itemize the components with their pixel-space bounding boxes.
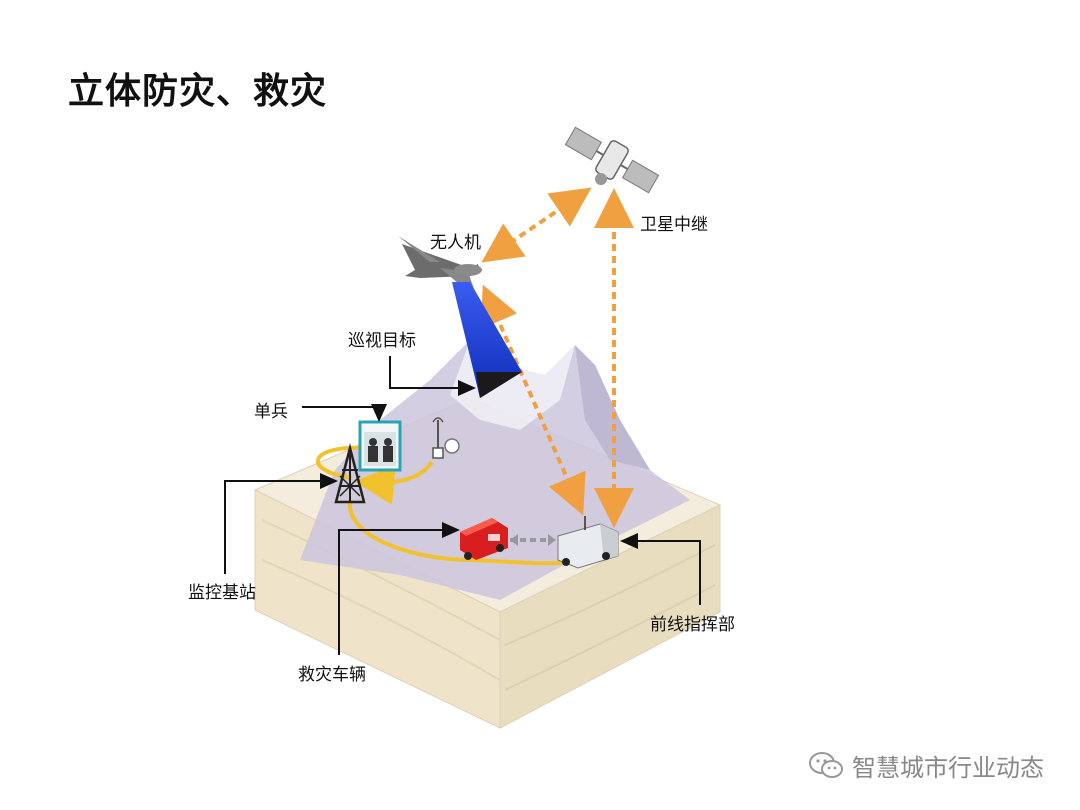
path-sensor-to-station	[354, 460, 434, 505]
label-command-post: 前线指挥部	[650, 615, 735, 635]
soldier-video-icon	[358, 420, 402, 472]
rescue-vehicle-icon	[460, 518, 508, 560]
label-patrol-target: 巡视目标	[348, 331, 416, 351]
page-title: 立体防灾、救灾	[68, 71, 328, 112]
label-monitor-station: 监控基站	[188, 583, 256, 603]
callout-patrol	[389, 356, 476, 396]
callout-lines	[224, 356, 701, 655]
callout-vehicle	[338, 522, 460, 655]
path-station-to-vehicles	[347, 499, 571, 566]
patrol-beam	[452, 282, 522, 398]
callout-command	[620, 533, 701, 605]
watermark-text: 智慧城市行业动态	[852, 754, 1044, 782]
label-soldier: 单兵	[254, 402, 288, 422]
relay-links	[480, 187, 634, 528]
link-uav-command	[480, 284, 586, 516]
link-satellite-uav	[481, 187, 592, 263]
satellite-icon	[564, 126, 660, 194]
base-station-tower-icon	[334, 443, 366, 504]
callout-station	[224, 473, 338, 574]
watermark: 智慧城市行业动态	[808, 748, 1044, 783]
label-satellite: 卫星中继	[640, 215, 708, 235]
label-rescue-vehicle: 救灾车辆	[298, 665, 366, 685]
callout-soldier	[302, 404, 387, 422]
label-uav: 无人机	[430, 233, 481, 253]
vehicle-link	[510, 534, 556, 546]
wechat-icon	[809, 751, 843, 778]
sensor-icon	[432, 417, 460, 459]
command-post-vehicle-icon	[557, 516, 619, 569]
